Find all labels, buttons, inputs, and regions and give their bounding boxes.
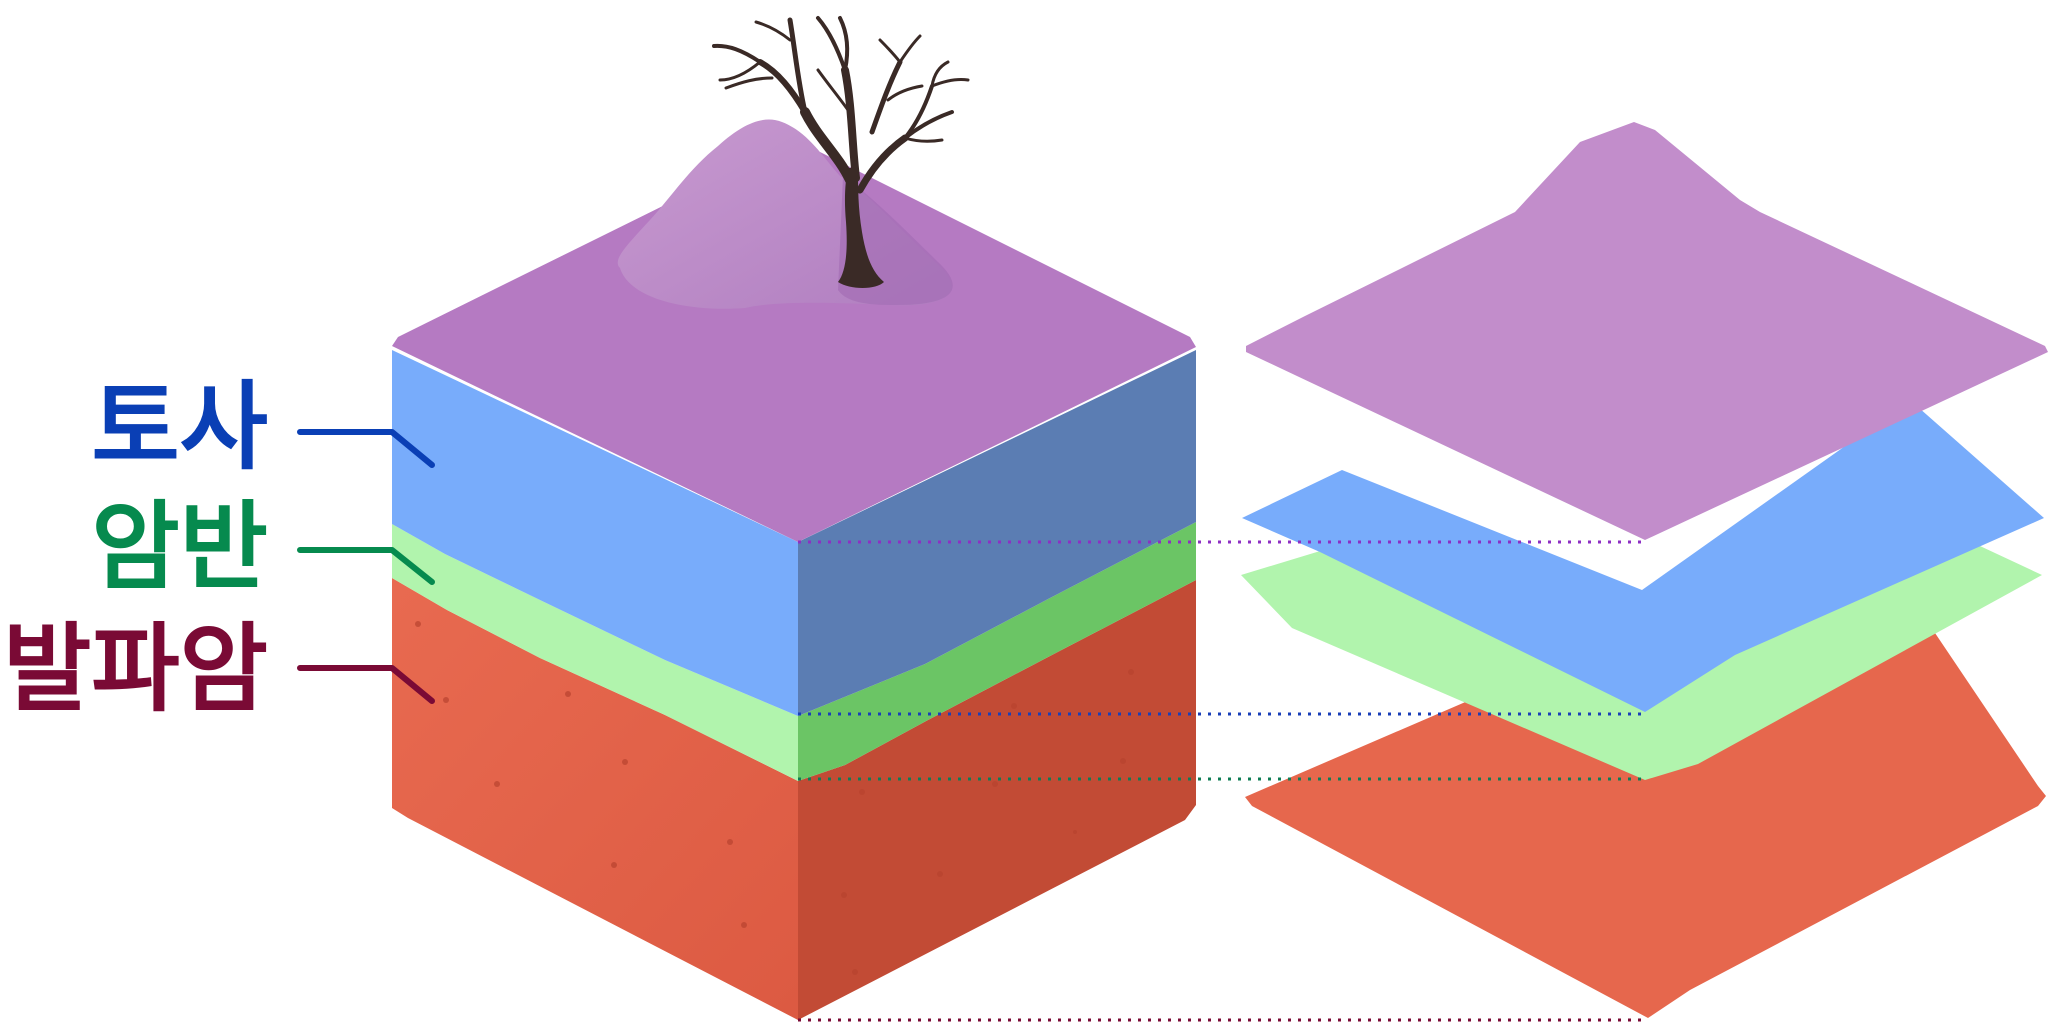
top-surface — [392, 140, 1196, 542]
soil-side-face — [798, 350, 1196, 716]
dotted-connectors — [798, 540, 1645, 1022]
blasting-rock-side-face — [798, 580, 1196, 1020]
exploded-layer-plates — [1241, 122, 2048, 1018]
bare-tree-icon — [712, 16, 970, 288]
label-bedrock: 암반 — [91, 491, 268, 603]
bedrock-front-face — [392, 524, 798, 781]
label-blasting-rock: 발파암 — [3, 613, 268, 725]
blasting-rock-plate — [1245, 633, 2046, 1018]
blasting-rock-front-face — [392, 578, 798, 1020]
soil-plate — [1242, 400, 2044, 712]
surface-plate — [1246, 122, 2048, 540]
leader-soil — [297, 429, 435, 468]
rock-speckles — [415, 621, 1134, 975]
layer-block — [392, 16, 1196, 1020]
bedrock-side-face — [798, 522, 1196, 781]
label-soil: 토사 — [91, 371, 268, 483]
leader-bedrock — [297, 547, 435, 585]
leader-blasting-rock — [297, 665, 435, 704]
layer-labels: 토사 암반 발파암 — [3, 371, 435, 725]
soil-front-face — [392, 350, 798, 716]
